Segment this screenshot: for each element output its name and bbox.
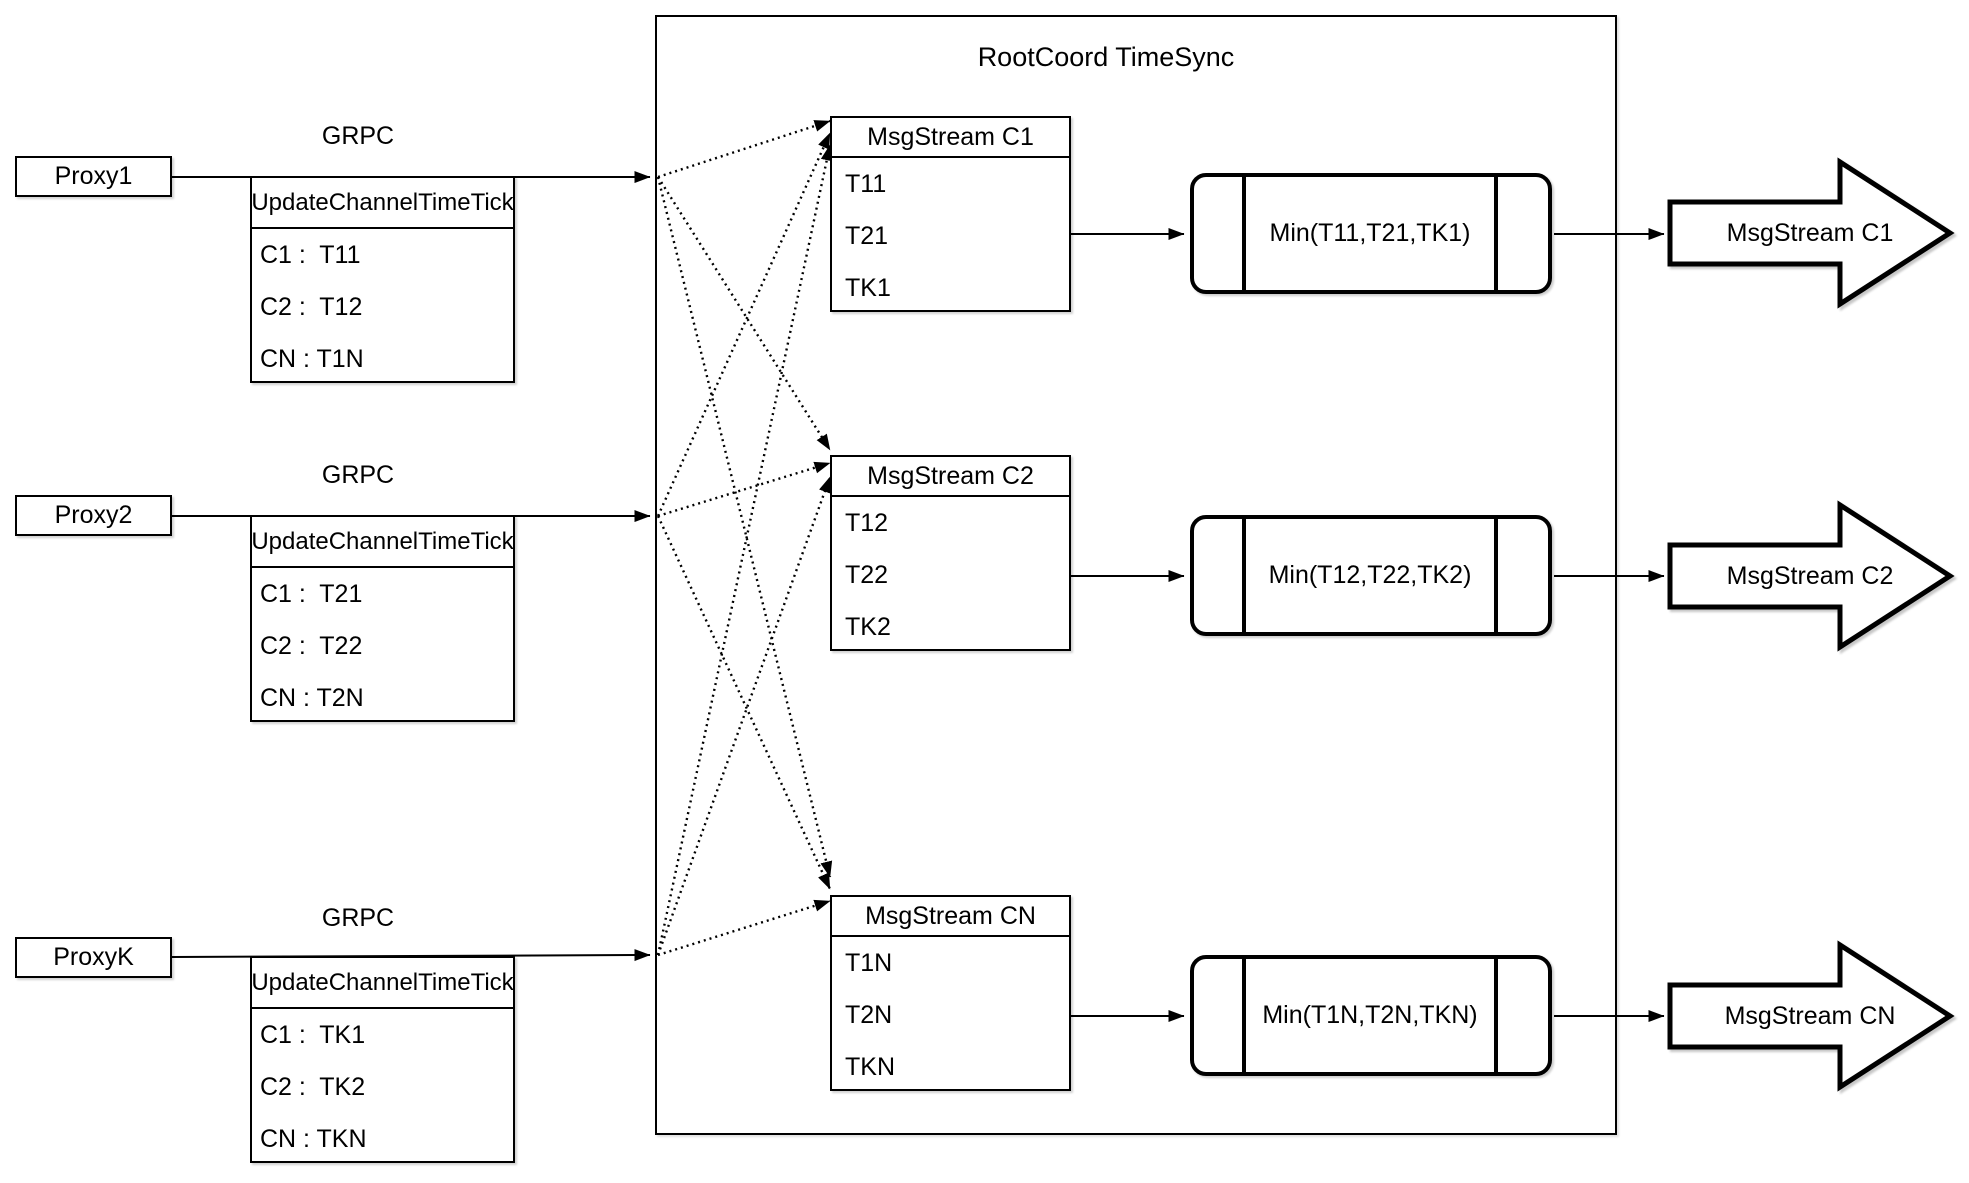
proxy2-table-row-cn: CN : T2N [260, 683, 364, 712]
msgstream-c2-table: MsgStream C2 T12 T22 TK2 [830, 455, 1071, 651]
proxy1-timetick-table: UpdateChannelTimeTick C1 : T11 C2 : T12 … [250, 176, 515, 383]
proxy2-table-header: UpdateChannelTimeTick [251, 517, 514, 568]
proxyk-table-header: UpdateChannelTimeTick [251, 958, 514, 1009]
capsule-left-bar [1242, 959, 1246, 1072]
proxy1-table-row-cn: CN : T1N [260, 344, 364, 373]
msgstream-c1-header: MsgStream C1 [832, 118, 1069, 158]
proxyk-table-row-c1: C1 : TK1 [260, 1020, 366, 1049]
msgstream-cn-tick-3: TKN [845, 1052, 895, 1081]
proxy2-table-row-c1: C1 : T21 [260, 579, 363, 608]
proxy1-table-header: UpdateChannelTimeTick [251, 178, 514, 229]
proxy1-table-row-c2: C2 : T12 [260, 292, 363, 321]
output-arrow-cn-label: MsgStream CN [1724, 1002, 1896, 1030]
msgstream-cn-tick-2: T2N [845, 1000, 893, 1029]
output-arrow-c1-shape [1667, 157, 1955, 309]
output-arrow-c2-label: MsgStream C2 [1726, 562, 1894, 590]
proxy1-table-row-c1: C1 : T11 [260, 240, 361, 269]
dotted-proxy1-to-msgstream-cn [656, 176, 833, 878]
capsule-right-bar [1494, 519, 1498, 632]
msgstream-c2-tick-2: T22 [845, 560, 889, 589]
proxy2-timetick-table: UpdateChannelTimeTick C1 : T21 C2 : T22 … [250, 515, 515, 722]
min-c1-label: Min(T11,T21,TK1) [1269, 219, 1471, 247]
msgstream-c2-tick-1: T12 [845, 508, 889, 537]
msgstream-cn-table: MsgStream CN T1N T2N TKN [830, 895, 1071, 1091]
proxy1-box: Proxy1 [15, 156, 172, 197]
dotted-proxy2-to-msgstream-c1 [656, 132, 832, 517]
proxy2-grpc-label: GRPC [321, 461, 395, 489]
min-c2-label: Min(T12,T22,TK2) [1268, 561, 1472, 589]
dotted-proxy1-to-msgstream-c1 [657, 119, 831, 179]
msgstream-cn-header: MsgStream CN [832, 897, 1069, 937]
output-arrow-c1-label: MsgStream C1 [1726, 219, 1894, 247]
msgstream-c2-header: MsgStream C2 [832, 457, 1069, 497]
msgstream-c1-tick-3: TK1 [845, 273, 891, 302]
proxyk-label: ProxyK [53, 943, 134, 971]
proxy2-table-row-c2: C2 : T22 [260, 631, 363, 660]
msgstream-cn-tick-1: T1N [845, 948, 893, 977]
proxyk-grpc-label: GRPC [321, 904, 395, 932]
msgstream-c1-tick-1: T11 [845, 169, 887, 198]
capsule-right-bar [1494, 959, 1498, 1072]
proxy2-label: Proxy2 [54, 501, 133, 529]
proxyk-timetick-table: UpdateChannelTimeTick C1 : TK1 C2 : TK2 … [250, 956, 515, 1163]
output-arrow-c2-shape [1667, 500, 1955, 652]
capsule-right-bar [1494, 177, 1498, 290]
proxy1-grpc-label: GRPC [321, 122, 395, 150]
msgstream-c1-table: MsgStream C1 T11 T21 TK1 [830, 116, 1071, 312]
dotted-proxyk-to-msgstream-c1 [656, 144, 833, 956]
dotted-proxyk-to-msgstream-cn [657, 899, 831, 957]
min-cn-label: Min(T1N,T2N,TKN) [1262, 1001, 1478, 1029]
output-arrow-cn-shape [1667, 940, 1955, 1092]
proxyk-table-row-c2: C2 : TK2 [260, 1072, 366, 1101]
rootcoord-title: RootCoord TimeSync [977, 42, 1235, 72]
capsule-left-bar [1242, 177, 1246, 290]
dotted-proxy2-to-msgstream-cn [656, 515, 832, 890]
proxyk-box: ProxyK [15, 937, 172, 978]
rootcoord-box [655, 15, 1617, 1135]
dotted-proxyk-to-msgstream-c2 [656, 476, 832, 956]
min-c2-capsule: Min(T12,T22,TK2) [1190, 515, 1552, 636]
capsule-left-bar [1242, 519, 1246, 632]
proxy2-box: Proxy2 [15, 495, 172, 536]
msgstream-c2-tick-3: TK2 [845, 612, 891, 641]
min-cn-capsule: Min(T1N,T2N,TKN) [1190, 955, 1552, 1076]
min-c1-capsule: Min(T11,T21,TK1) [1190, 173, 1552, 294]
proxyk-table-row-cn: CN : TKN [260, 1124, 367, 1153]
proxy1-label: Proxy1 [54, 162, 133, 190]
msgstream-c1-tick-2: T21 [845, 221, 889, 250]
